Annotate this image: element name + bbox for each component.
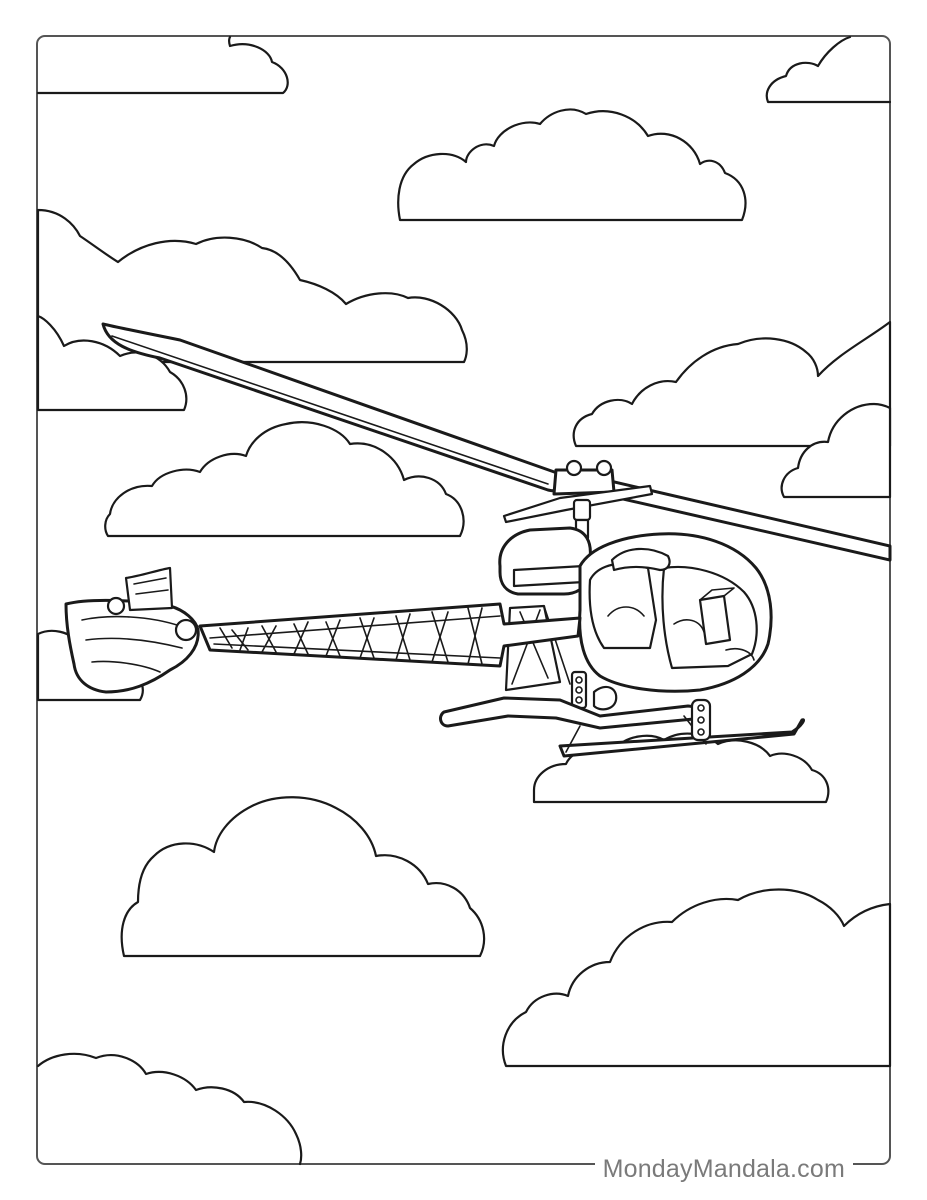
tail-lattice: [209, 607, 501, 665]
cloud-bottom-left: [36, 1052, 303, 1166]
page-border: [36, 35, 891, 1165]
cloud-left-edge: [36, 314, 188, 412]
pilot-seat: [698, 594, 732, 646]
helicopter: [64, 322, 892, 758]
cloud-lower-left: [120, 796, 486, 958]
cockpit-rotor-blade: [610, 547, 671, 572]
main-rotor-blade: [101, 322, 892, 562]
cloud-upper-middle: [397, 108, 747, 222]
engine-band: [512, 564, 586, 588]
watermark: MondayMandala.com: [594, 1155, 853, 1184]
cloud-top-right: [765, 35, 892, 104]
cockpit-window-frame: [588, 562, 658, 650]
tail-rotor: [64, 566, 200, 694]
cloud-large-left: [36, 208, 468, 364]
landing-skids: [439, 696, 806, 758]
rotor-blade-edge: [111, 335, 549, 485]
cloud-right-2: [780, 402, 892, 499]
cloud-middle-left: [104, 421, 465, 538]
cloud-top-left: [36, 35, 289, 95]
clouds: [36, 35, 892, 1166]
cloud-right-1: [572, 320, 892, 448]
cloud-lower-right: [501, 888, 892, 1068]
